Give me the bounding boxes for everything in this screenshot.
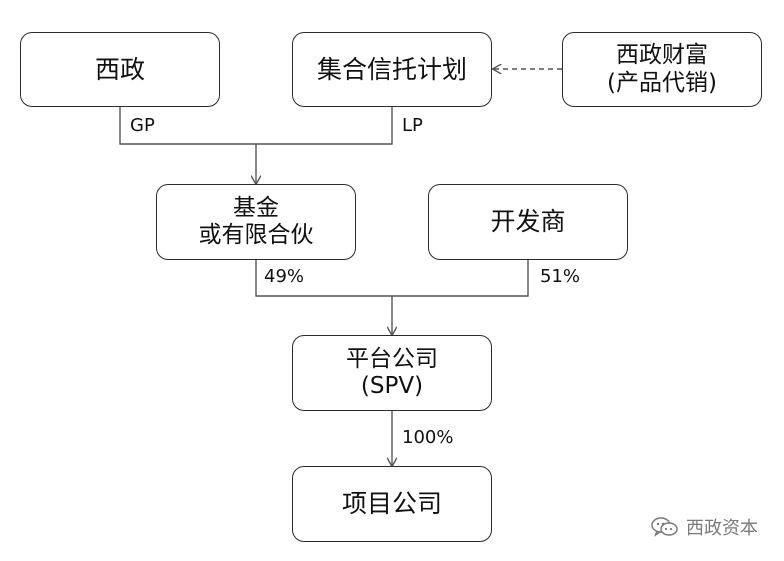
developer-label: 开发商 [490, 207, 566, 237]
collective-trust-plan-node: 集合信托计划 [292, 32, 492, 107]
xizheng-wealth-sublabel: (产品代销) [607, 69, 717, 96]
developer-node: 开发商 [428, 184, 628, 260]
gp-lp-connector [119, 107, 393, 145]
platform-company-node: 平台公司 (SPV) [292, 335, 492, 411]
fund-sublabel: 或有限合伙 [198, 222, 314, 248]
platform-company-sublabel: (SPV) [360, 373, 424, 399]
gp-edge-label: GP [130, 115, 155, 136]
platform-share-label: 100% [402, 427, 454, 448]
fund-label: 基金 [233, 194, 279, 221]
project-company-label: 项目公司 [341, 489, 442, 519]
xizheng-label: 西政 [94, 54, 145, 84]
project-company-node: 项目公司 [292, 466, 492, 542]
xizheng-node: 西政 [20, 32, 220, 107]
xizheng-wealth-label: 西政财富 [616, 42, 708, 69]
lp-edge-label: LP [402, 115, 423, 136]
collective-trust-plan-label: 集合信托计划 [316, 54, 467, 84]
wechat-icon [651, 517, 678, 537]
xizheng-wealth-node: 西政财富 (产品代销) [562, 32, 762, 107]
watermark-text: 西政资本 [686, 518, 758, 539]
watermark: 西政资本 [650, 514, 758, 540]
fund-share-label: 49% [264, 266, 305, 287]
fund-node: 基金 或有限合伙 [156, 184, 356, 260]
developer-share-label: 51% [540, 266, 581, 287]
platform-company-label: 平台公司 [346, 345, 438, 372]
